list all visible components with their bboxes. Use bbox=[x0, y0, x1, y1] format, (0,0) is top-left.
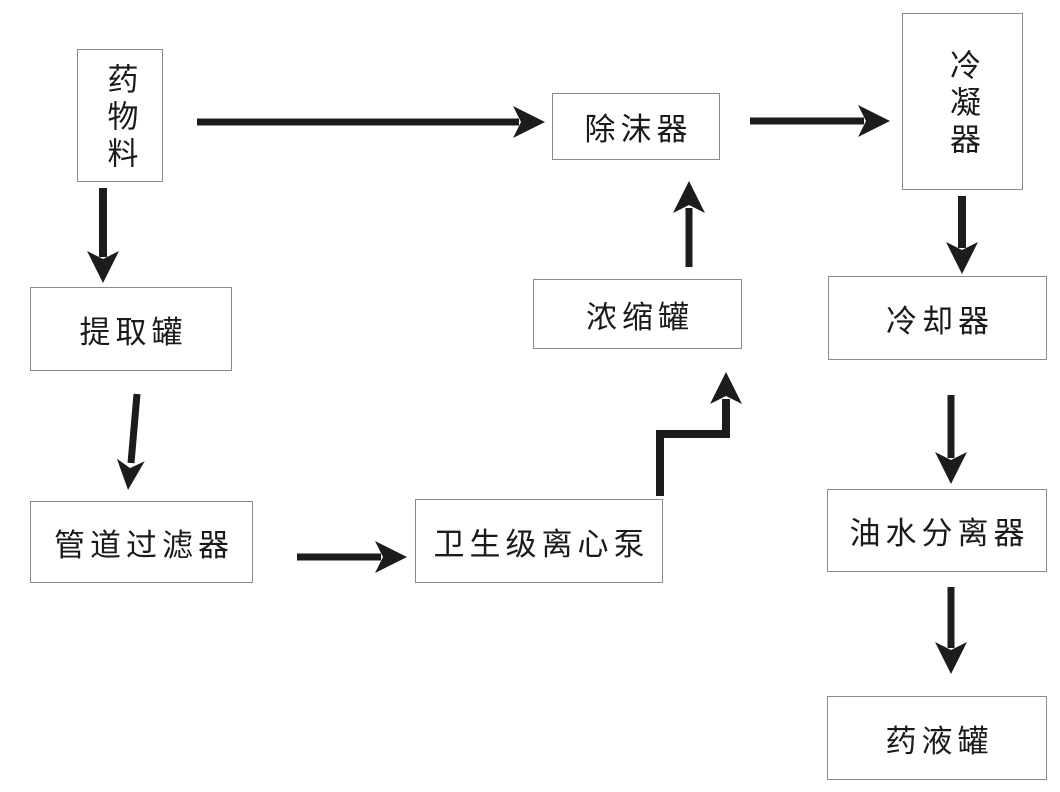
arrow-cooler-to-oil-water-separator bbox=[935, 395, 967, 484]
node-label-drug-material: 药物料 bbox=[102, 63, 138, 174]
arrow-demister-to-condenser bbox=[750, 105, 890, 137]
node-label-extraction-tank: 提取罐 bbox=[79, 314, 188, 350]
arrow-extraction-tank-to-pipeline-filter bbox=[116, 393, 145, 490]
node-drug-material: 药物料 bbox=[77, 49, 163, 182]
arrow-pipeline-filter-to-pump bbox=[297, 541, 407, 573]
arrow-concentration-tank-to-demister bbox=[673, 181, 705, 267]
node-label-cooler: 冷却器 bbox=[886, 303, 994, 339]
node-cooler: 冷却器 bbox=[828, 276, 1047, 360]
arrow-oil-water-separator-to-medicine-liquid-tank bbox=[935, 587, 967, 674]
node-label-condenser: 冷凝器 bbox=[945, 49, 980, 160]
node-label-oil-water-separator: 油水分离器 bbox=[849, 516, 1030, 551]
node-pipeline-filter: 管道过滤器 bbox=[30, 501, 253, 583]
arrow-pump-to-concentration-tank bbox=[656, 372, 742, 496]
node-demister: 除沫器 bbox=[552, 93, 720, 160]
arrow-drug-material-to-demister bbox=[197, 106, 545, 138]
node-label-concentration-tank: 浓缩罐 bbox=[586, 299, 694, 335]
arrow-drug-material-to-extraction-tank bbox=[87, 188, 119, 283]
node-label-medicine-liquid-tank: 药液罐 bbox=[885, 723, 994, 759]
node-sanitary-centrifugal-pump: 卫生级离心泵 bbox=[415, 499, 663, 583]
node-concentration-tank: 浓缩罐 bbox=[533, 279, 742, 349]
node-label-pipeline-filter: 管道过滤器 bbox=[54, 527, 234, 563]
node-oil-water-separator: 油水分离器 bbox=[827, 489, 1047, 572]
node-label-demister: 除沫器 bbox=[584, 112, 693, 147]
node-medicine-liquid-tank: 药液罐 bbox=[827, 696, 1047, 780]
node-label-sanitary-centrifugal-pump: 卫生级离心泵 bbox=[433, 526, 650, 562]
node-condenser: 冷凝器 bbox=[902, 13, 1023, 190]
arrow-condenser-to-cooler bbox=[946, 196, 978, 274]
node-extraction-tank: 提取罐 bbox=[30, 287, 232, 371]
